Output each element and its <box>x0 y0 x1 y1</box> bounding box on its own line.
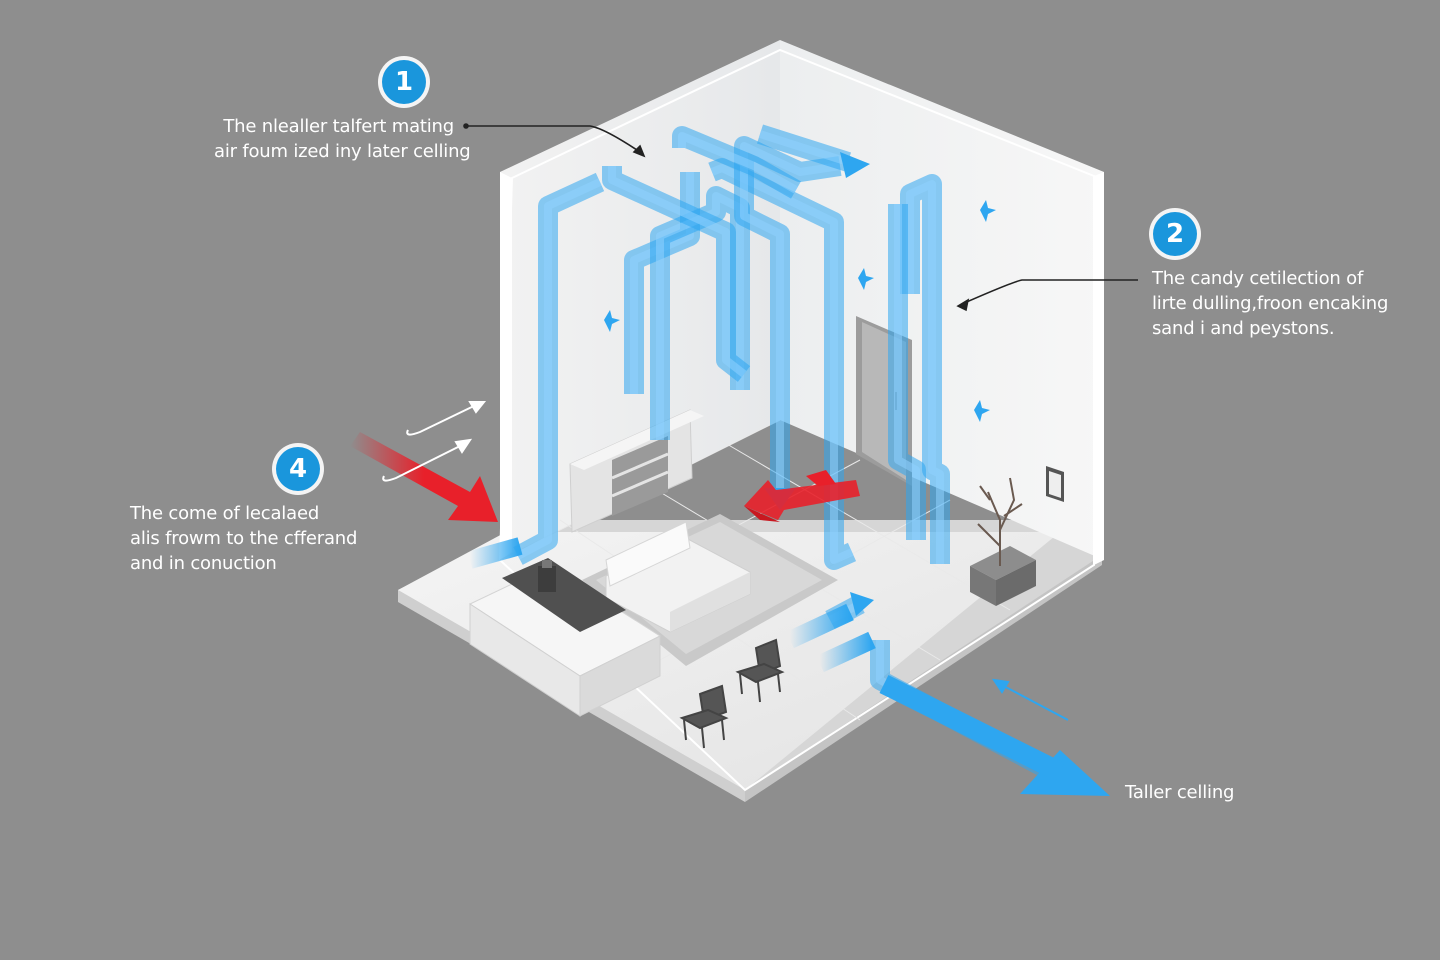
wall-frame <box>1046 466 1064 502</box>
callout-line: and in conuction <box>130 553 277 574</box>
airflow-duct-highlight <box>656 192 744 440</box>
airflow-duct-highlight <box>758 130 850 166</box>
airflow-arrowhead-icon <box>850 592 874 616</box>
planter-tree <box>970 477 1036 606</box>
airflow-duct-highlight <box>894 204 920 540</box>
callout-line: air foum ized iny later celling <box>214 141 471 162</box>
callout-1-text: The nlealler talfert mating air foum ize… <box>214 114 471 164</box>
shelving-unit <box>569 409 704 533</box>
step-badge-4: 4 <box>276 447 320 491</box>
sparkle-icon <box>980 200 996 222</box>
kitchen-counter <box>468 558 662 717</box>
airflow-stream <box>786 603 854 649</box>
airflow-arrowhead-icon <box>1020 750 1110 796</box>
sparkle-icon <box>604 310 620 332</box>
airflow-stream <box>467 537 523 569</box>
airflow-ducts <box>467 124 1110 796</box>
airflow-duct-highlight <box>608 166 747 378</box>
bottom-label-text: Taller celling <box>1125 782 1235 803</box>
callout-line: The candy cetilection of <box>1152 268 1364 289</box>
exhaust-arrow <box>879 675 1065 781</box>
step-badge-2: 2 <box>1153 212 1197 256</box>
bottom-label: Taller celling <box>1125 780 1234 805</box>
callout-4-text: The come of lecalaed alis frowm to the c… <box>130 501 357 576</box>
airflow-duct-highlight <box>740 142 841 492</box>
return-air-arrow <box>991 678 1069 721</box>
callout-line: alis frowm to the cfferand <box>130 528 358 549</box>
callout-line: lirte dulling,froon encaking <box>1152 293 1389 314</box>
sparkle-icon <box>858 268 874 290</box>
sparkle-icons <box>604 200 996 422</box>
step-badge-1: 1 <box>382 60 426 104</box>
airflow-duct-highlight <box>710 164 854 564</box>
callout-line: The come of lecalaed <box>130 503 320 524</box>
chairs <box>679 638 785 749</box>
callout-line: sand i and peystons. <box>1152 318 1335 339</box>
airflow-arrowhead-icon <box>840 152 870 178</box>
callout-2-text: The candy cetilection of lirte dulling,f… <box>1152 266 1388 341</box>
sofa <box>605 521 751 633</box>
airflow-stream <box>816 631 876 673</box>
sparkle-icon <box>974 400 990 422</box>
leader-arrow-icon <box>463 123 1138 312</box>
outside-air-arrows <box>382 401 487 482</box>
callout-line: The nlealler talfert mating <box>223 116 454 137</box>
airflow-duct-highlight <box>678 132 798 194</box>
airflow-duct-highlight <box>516 178 602 560</box>
airflow-duct-highlight <box>906 180 944 564</box>
warm-air-arrow-icon <box>350 432 860 522</box>
